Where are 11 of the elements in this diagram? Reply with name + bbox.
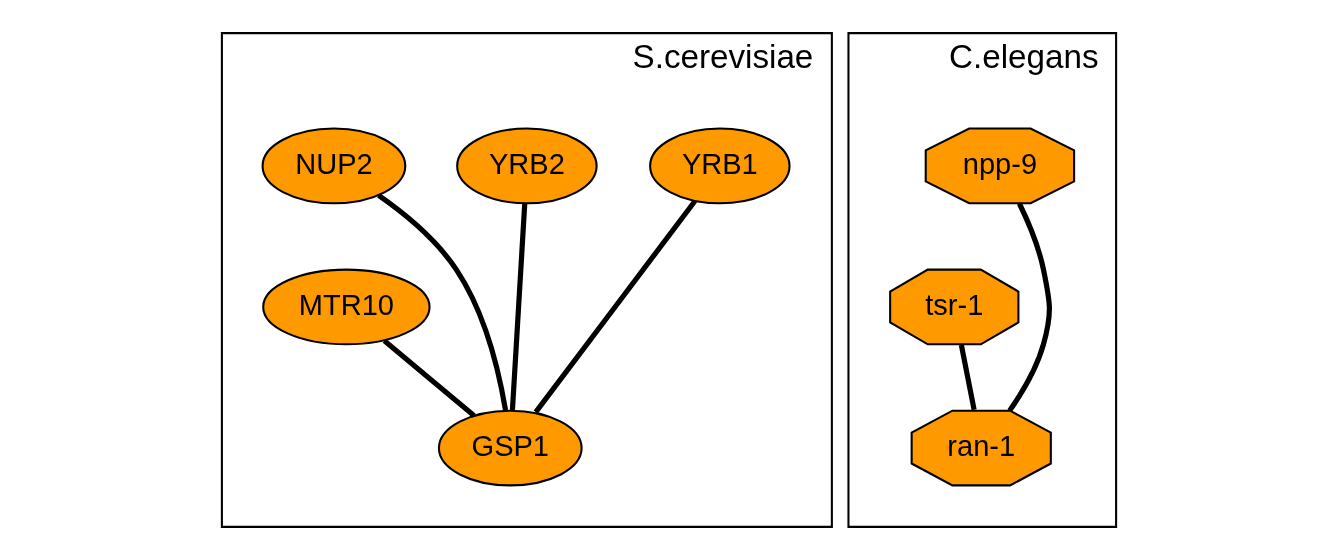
node-ellipse: YRB2 bbox=[455, 127, 598, 205]
node-ellipse: NUP2 bbox=[261, 127, 406, 205]
connector bbox=[533, 199, 697, 414]
connector bbox=[509, 203, 527, 411]
node-ellipse: MTR10 bbox=[261, 268, 431, 346]
connector bbox=[376, 193, 508, 411]
node-ellipse: GSP1 bbox=[437, 409, 583, 487]
connector bbox=[1006, 202, 1052, 413]
node-ellipse: YRB1 bbox=[648, 127, 791, 205]
connector bbox=[958, 344, 977, 411]
connector bbox=[382, 338, 476, 418]
